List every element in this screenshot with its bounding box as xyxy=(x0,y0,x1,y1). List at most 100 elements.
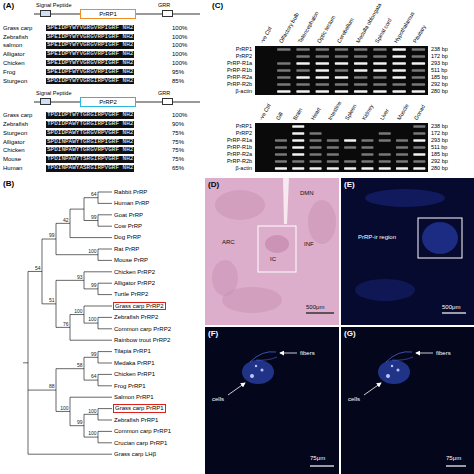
tree-branch xyxy=(98,374,99,385)
gel-band xyxy=(354,76,367,78)
region-label: fibers xyxy=(436,350,451,357)
gel-band xyxy=(354,69,367,71)
species-name: Grass carp xyxy=(3,25,32,32)
tissue-label: -ve Ctrl xyxy=(257,103,271,121)
gel-band xyxy=(392,55,405,57)
tree-branch xyxy=(98,249,112,250)
size-label: 511 bp xyxy=(431,67,447,73)
region-label: cells xyxy=(348,396,360,403)
tree-leaf: Frog PrRP1 xyxy=(114,383,146,390)
tree-branch xyxy=(98,226,112,227)
peptide-sequence: TPDIDPAWYTGRGIRPIGRF NH2 xyxy=(46,121,134,128)
region-label: DMN xyxy=(300,190,314,197)
bootstrap-value: 100 xyxy=(60,406,68,412)
region-label: ARC xyxy=(222,239,235,246)
identity-percent: 100% xyxy=(172,42,187,49)
tree-branch xyxy=(70,314,84,315)
domain-marker: GRR xyxy=(158,90,173,105)
gel-band xyxy=(327,167,339,169)
tree-branch xyxy=(42,239,56,240)
species-name: Frog xyxy=(3,69,15,76)
gel-band xyxy=(392,69,405,71)
tree-branch xyxy=(56,280,57,327)
tree-branch xyxy=(84,272,85,289)
tree-branch xyxy=(42,303,56,304)
tree-leaf: Chicken PrRP2 xyxy=(114,269,155,276)
peptide-sequence: SPDINPAWYTGRGIRPIGRF NH2 xyxy=(46,139,134,146)
gel-band xyxy=(361,139,373,141)
region-label: IC xyxy=(270,256,276,263)
identity-percent: 85% xyxy=(172,78,184,85)
tree-branch xyxy=(98,192,112,193)
identity-percent: 100% xyxy=(172,51,187,58)
domain-marker: Signal Peptide xyxy=(36,90,71,105)
species-name: Chicken xyxy=(3,60,25,67)
node-text: GRR xyxy=(158,90,173,96)
identity-percent: 75% xyxy=(172,130,184,137)
bootstrap-value: 99 xyxy=(91,215,97,221)
gel-band xyxy=(361,146,373,148)
gel-band xyxy=(379,139,391,141)
peptide-domain-box: PrRP2 xyxy=(80,97,136,107)
species-name: Chicken xyxy=(3,147,25,154)
bootstrap-value: 100 xyxy=(88,317,96,323)
gel-band xyxy=(344,167,356,169)
scale-label: 500μm xyxy=(306,304,324,311)
identity-percent: 65% xyxy=(172,165,184,172)
tree-leaf: Grass carp LHβ xyxy=(114,451,156,458)
gel-band xyxy=(277,76,290,78)
gel-band xyxy=(354,90,367,92)
gel-band xyxy=(296,83,309,85)
tissue-label: Brain xyxy=(292,107,304,121)
gel-band xyxy=(354,48,367,50)
gene-label: PrRP2 xyxy=(236,53,252,59)
tree-leaf: Dog PrRP xyxy=(114,234,141,241)
gel-band xyxy=(277,69,290,71)
peptide-sequence: SPEIDPYWYVGRGVRPIGRF NH2 xyxy=(46,42,134,49)
node-text: Grass carp PrRP1 xyxy=(115,405,164,411)
tissue-label: Gill xyxy=(275,111,284,121)
gel-band xyxy=(373,76,386,78)
tree-leaf: Chicken PrRP1 xyxy=(114,371,155,378)
identity-percent: 75% xyxy=(172,147,184,154)
region-label: PrRP-ir region xyxy=(358,234,396,241)
fluorescence-section xyxy=(341,178,474,325)
panel-letter: (B) xyxy=(3,180,14,189)
size-label: 280 bp xyxy=(431,165,448,171)
bootstrap-value: 42 xyxy=(63,218,69,224)
gene-label: PrRP-R1b xyxy=(227,67,252,73)
tree-branch xyxy=(98,431,112,432)
bootstrap-value: 99 xyxy=(91,352,97,358)
gel-band xyxy=(335,55,348,57)
tree-branch xyxy=(98,192,99,203)
gel-band xyxy=(292,160,304,162)
gel-band xyxy=(316,48,329,50)
tree-leaf: Zebrafish PrRP2 xyxy=(114,314,158,321)
gel-band xyxy=(275,153,287,155)
peptide-sequence: TPDINPAWYASRGIRPVGRF NH2 xyxy=(46,165,134,172)
gel-band xyxy=(292,153,304,155)
tree-branch xyxy=(84,357,98,358)
peptide-sequence: SPEIDPYWYVGRGVRPIGRF NH2 xyxy=(46,25,134,32)
tree-branch xyxy=(56,368,84,369)
gel-band xyxy=(277,90,290,92)
gel-band xyxy=(327,153,339,155)
tree-branch xyxy=(28,271,42,272)
tree-branch xyxy=(98,442,112,443)
gel-image xyxy=(255,46,428,95)
tree-branch xyxy=(98,317,99,328)
tree-branch xyxy=(84,306,112,307)
gel-band xyxy=(392,76,405,78)
gel-band xyxy=(379,167,391,169)
gel-image xyxy=(255,123,428,172)
gel-band xyxy=(412,48,425,50)
gene-label: PrRP1 xyxy=(236,46,252,52)
bootstrap-value: 88 xyxy=(49,384,55,390)
tree-branch xyxy=(98,283,99,294)
gel-band xyxy=(292,132,304,134)
node-text: PrRP2 xyxy=(99,99,117,106)
gel-band xyxy=(296,62,309,64)
node-text: Signal Peptide xyxy=(36,90,71,96)
tree-leaf: Medaka PrRP1 xyxy=(114,360,155,367)
gel-band xyxy=(396,167,408,169)
